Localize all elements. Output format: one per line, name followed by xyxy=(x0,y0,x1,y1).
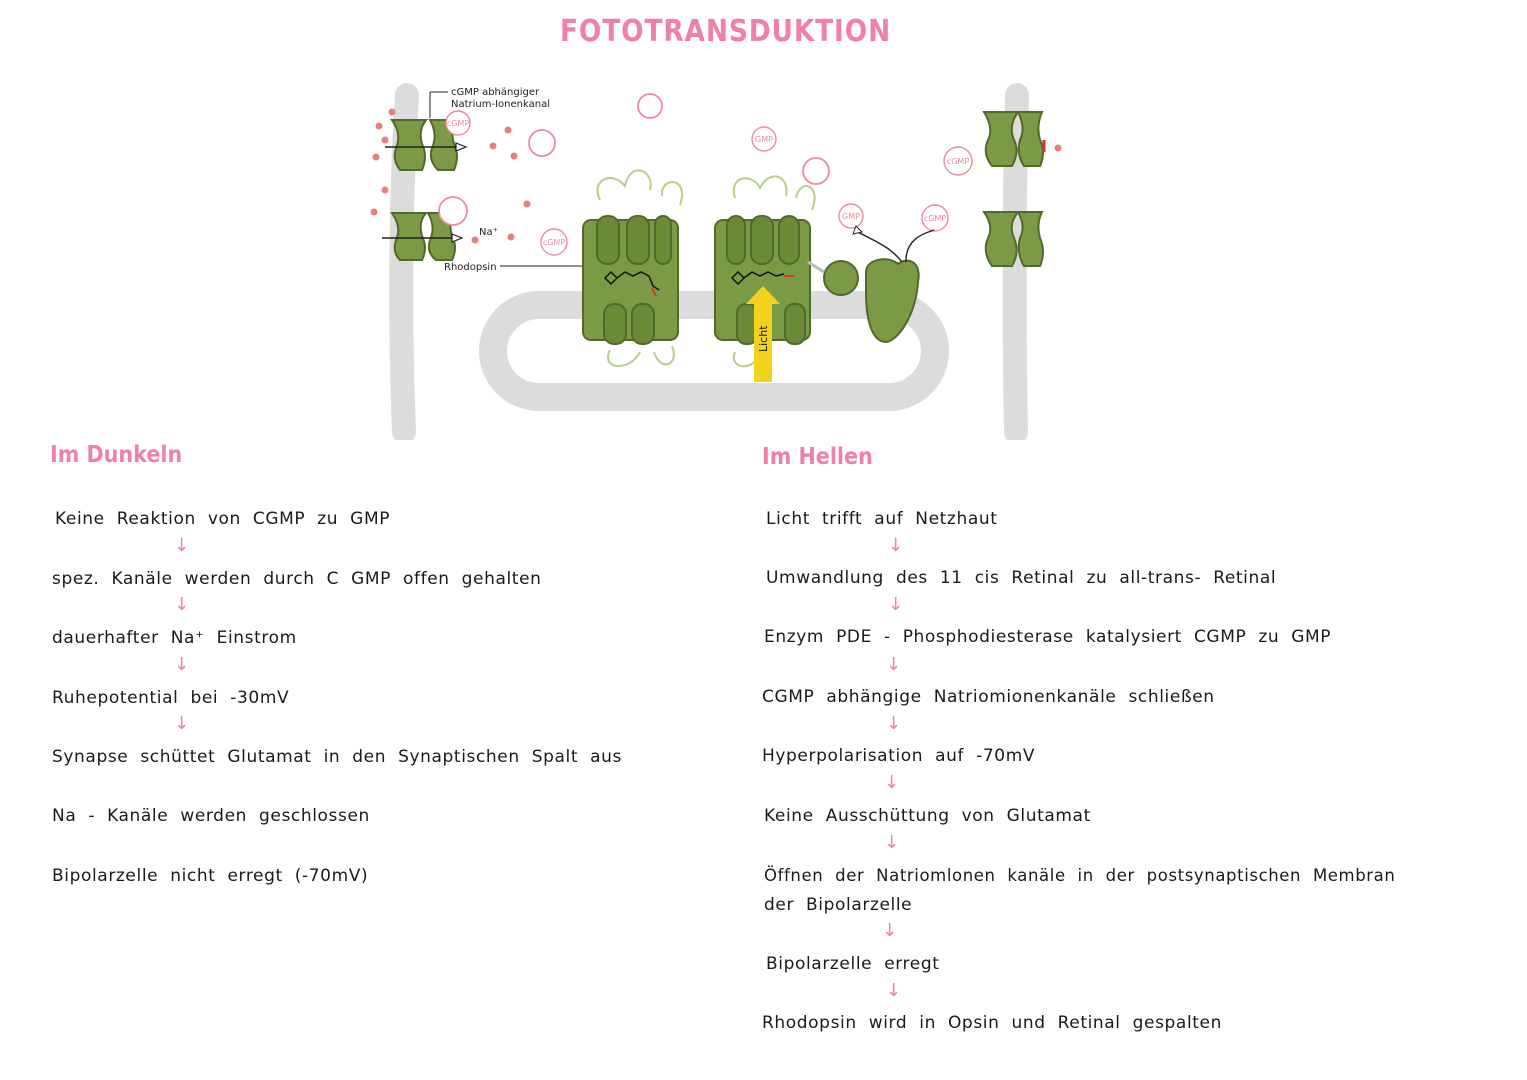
cgmp-label-2: cGMP xyxy=(540,228,568,256)
light-step: der Bipolarzelle xyxy=(764,895,913,915)
down-arrow-icon: ↓ xyxy=(886,980,902,1001)
light-step: Enzym PDE - Phosphodiesterase katalysier… xyxy=(764,627,1332,647)
light-step: Umwandlung des 11 cis Retinal zu all-tra… xyxy=(766,568,1277,588)
down-arrow-icon: ↓ xyxy=(882,920,898,941)
phototransduction-diagram: cGMP cGMP GMP cGMP GMP cGMP cGMP abhängi… xyxy=(370,83,1062,440)
svg-text:cGMP: cGMP xyxy=(947,157,970,166)
dark-step: Synapse schüttet Glutamat in den Synapti… xyxy=(52,747,622,767)
svg-text:cGMP: cGMP xyxy=(447,119,470,128)
svg-text:GMP: GMP xyxy=(755,135,773,144)
dark-step: spez. Kanäle werden durch C GMP offen ge… xyxy=(52,569,542,589)
dark-step: Bipolarzelle nicht erregt (-70mV) xyxy=(52,866,369,886)
svg-text:cGMP: cGMP xyxy=(543,238,566,247)
svg-text:GMP: GMP xyxy=(842,212,860,221)
down-arrow-icon: ↓ xyxy=(888,594,904,615)
light-step: Bipolarzelle erregt xyxy=(766,954,940,974)
rhodopsin-dark xyxy=(582,169,683,367)
light-step: Licht trifft auf Netzhaut xyxy=(766,509,998,529)
dark-step: Na - Kanäle werden geschlossen xyxy=(52,806,370,826)
cgmp-molecules xyxy=(438,93,830,226)
transducin-pde xyxy=(807,225,935,344)
svg-text:Rhodopsin: Rhodopsin xyxy=(444,262,497,273)
down-arrow-icon: ↓ xyxy=(174,594,190,615)
cgmp-label-3: cGMP xyxy=(943,146,973,176)
svg-text:Licht: Licht xyxy=(757,325,770,352)
light-arrow: Licht xyxy=(746,286,780,382)
gmp-label-2: GMP xyxy=(838,203,864,229)
svg-text:cGMP: cGMP xyxy=(924,214,947,223)
dark-step: Keine Reaktion von CGMP zu GMP xyxy=(55,509,391,529)
light-step: Rhodopsin wird in Opsin und Retinal gesp… xyxy=(762,1013,1222,1033)
light-step: Keine Ausschüttung von Glutamat xyxy=(764,806,1091,826)
rhodopsin-label: Rhodopsin xyxy=(444,262,600,273)
down-arrow-icon: ↓ xyxy=(886,713,902,734)
light-step: Öffnen der Natriomlonen kanäle in der po… xyxy=(764,866,1396,885)
dark-step: dauerhafter Na⁺ Einstrom xyxy=(52,628,297,648)
sodium-channel-closed-top xyxy=(982,111,1046,167)
down-arrow-icon: ↓ xyxy=(888,535,904,556)
down-arrow-icon: ↓ xyxy=(174,713,190,734)
down-arrow-icon: ↓ xyxy=(174,654,190,675)
dark-heading: Im Dunkeln xyxy=(50,442,183,468)
dark-step: Ruhepotential bei -30mV xyxy=(52,688,290,708)
light-heading: Im Hellen xyxy=(762,444,873,470)
gmp-label-1: GMP xyxy=(751,126,777,152)
down-arrow-icon: ↓ xyxy=(886,654,902,675)
channel-label: cGMP abhängiger Natrium-Ionenkanal xyxy=(429,87,550,118)
cgmp-label-4: cGMP xyxy=(921,204,949,232)
down-arrow-icon: ↓ xyxy=(174,535,190,556)
cgmp-label-1: cGMP xyxy=(445,110,471,136)
svg-text:cGMP abhängiger: cGMP abhängiger xyxy=(451,87,540,98)
down-arrow-icon: ↓ xyxy=(884,832,900,853)
light-step: CGMP abhängige Natriomionenkanäle schlie… xyxy=(762,687,1215,707)
down-arrow-icon: ↓ xyxy=(884,772,900,793)
light-step: Hyperpolarisation auf -70mV xyxy=(762,746,1036,766)
sodium-channel-closed-bottom xyxy=(982,211,1044,267)
svg-text:Na⁺: Na⁺ xyxy=(479,227,498,238)
rhodopsin-light: Licht xyxy=(714,175,816,382)
svg-text:Natrium-Ionenkanal: Natrium-Ionenkanal xyxy=(451,99,550,110)
sodium-ions xyxy=(370,108,1062,244)
na-label: Na⁺ xyxy=(479,227,498,238)
